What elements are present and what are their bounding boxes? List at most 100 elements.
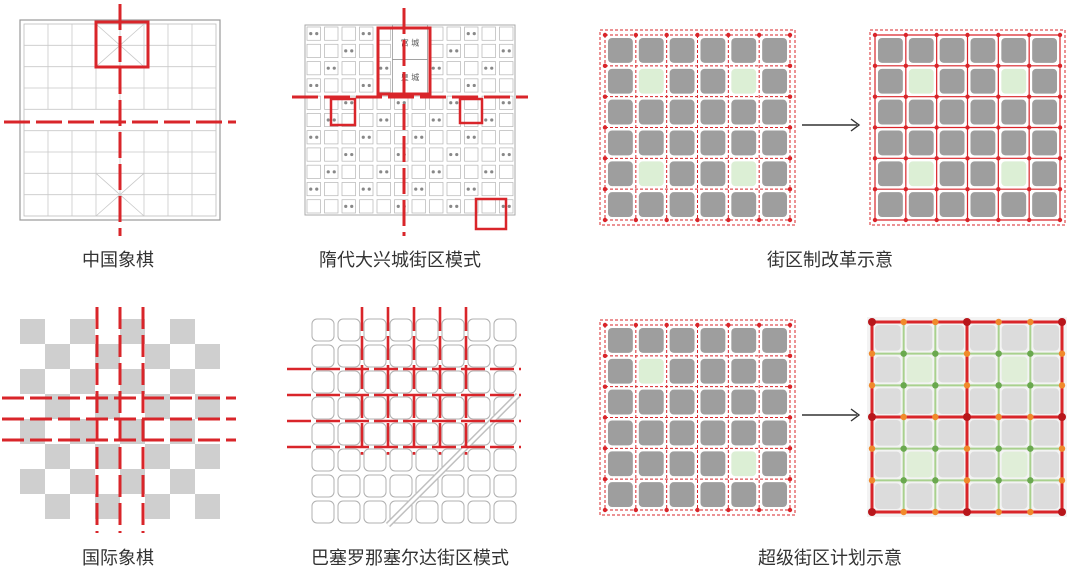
city-block — [939, 99, 965, 125]
ward-dot — [449, 152, 453, 157]
ward-block — [464, 164, 479, 179]
octagonal-block — [467, 344, 491, 368]
street-node — [1027, 508, 1034, 516]
checker-square — [70, 319, 95, 344]
city-block — [700, 99, 726, 125]
superblock-diagram — [595, 315, 1070, 530]
checker-square — [45, 494, 70, 519]
ward-block — [341, 78, 356, 93]
checker-square — [170, 369, 195, 394]
ward-dot — [361, 187, 365, 191]
ward-dot — [326, 170, 330, 174]
street-node — [602, 446, 608, 451]
city-block — [762, 451, 787, 477]
street-node — [963, 350, 971, 357]
street-node — [726, 322, 731, 328]
checker-square — [145, 444, 170, 469]
ward-block — [446, 164, 461, 179]
city-block — [1033, 356, 1059, 383]
ward-block — [499, 26, 514, 41]
city-block — [938, 325, 964, 351]
ward-block — [341, 147, 356, 162]
ward-block — [499, 78, 514, 93]
street-node — [934, 217, 939, 223]
checker-square — [145, 494, 170, 519]
city-block — [762, 130, 787, 156]
street-node — [1057, 32, 1063, 38]
street-node — [996, 32, 1001, 38]
ward-dot — [507, 101, 511, 105]
city-block — [875, 483, 901, 509]
street-node — [932, 382, 939, 389]
street-node — [664, 507, 669, 513]
ward-dot — [350, 49, 354, 53]
ward-dot — [490, 118, 494, 122]
octagonal-block — [389, 370, 413, 394]
ward-block — [376, 113, 391, 127]
imperial-city-label: 皇 城 — [401, 72, 420, 82]
ward-dot — [315, 135, 319, 139]
sui-daxing-plan: 宫 城皇 城 — [292, 8, 528, 236]
city-block — [970, 130, 996, 156]
city-block — [731, 130, 757, 156]
ward-block — [359, 61, 374, 76]
city-block — [1001, 356, 1028, 383]
ward-block — [446, 61, 461, 76]
street-node — [756, 217, 762, 223]
city-block — [700, 328, 726, 353]
city-block — [908, 38, 934, 63]
ward-block — [359, 26, 374, 41]
city-block — [970, 451, 996, 478]
ward-block — [481, 78, 496, 93]
city-block — [700, 38, 726, 63]
octagonal-block — [415, 422, 439, 446]
city-block — [906, 451, 933, 478]
octagonal-block — [337, 422, 361, 446]
ward-block — [341, 26, 356, 41]
street-node — [1057, 156, 1063, 161]
ward-dot — [490, 170, 494, 174]
street-node — [1058, 508, 1066, 516]
city-block — [638, 328, 664, 353]
palace-highlight-box — [376, 26, 432, 96]
city-block — [1001, 325, 1028, 351]
ward-block — [306, 26, 321, 41]
international-chess-diagram — [0, 305, 240, 535]
street-node — [787, 186, 793, 192]
city-block — [669, 389, 695, 415]
street-node — [602, 63, 608, 69]
ward-block — [481, 26, 496, 41]
checker-square — [120, 319, 145, 344]
street-node — [932, 508, 939, 516]
checker-square — [20, 469, 45, 494]
ward-dot — [431, 66, 435, 70]
street-node — [787, 353, 793, 359]
street-node — [995, 445, 1002, 452]
ward-block — [481, 164, 496, 179]
ward-dot — [431, 170, 435, 174]
street-node — [787, 217, 793, 223]
ward-dot — [420, 135, 424, 139]
street-node — [1057, 63, 1063, 69]
octagonal-block — [441, 474, 465, 498]
ward-dot — [466, 187, 470, 191]
street-node — [903, 94, 909, 99]
ward-dot — [361, 135, 365, 139]
ward-block — [324, 26, 339, 41]
city-block — [1032, 192, 1057, 217]
ward-block — [324, 164, 339, 179]
chinese-chess-diagram — [0, 0, 240, 240]
ward-dot — [385, 118, 389, 122]
ward-block — [359, 78, 374, 93]
city-block — [700, 358, 726, 384]
ward-block — [464, 78, 479, 93]
city-block — [908, 192, 934, 217]
ward-dot — [379, 66, 383, 70]
street-node — [965, 186, 970, 192]
checker-square — [120, 369, 145, 394]
street-node — [1058, 413, 1066, 421]
octagonal-block — [337, 370, 361, 394]
city-block — [970, 325, 996, 351]
ward-block — [306, 43, 321, 58]
city-block — [700, 130, 726, 156]
